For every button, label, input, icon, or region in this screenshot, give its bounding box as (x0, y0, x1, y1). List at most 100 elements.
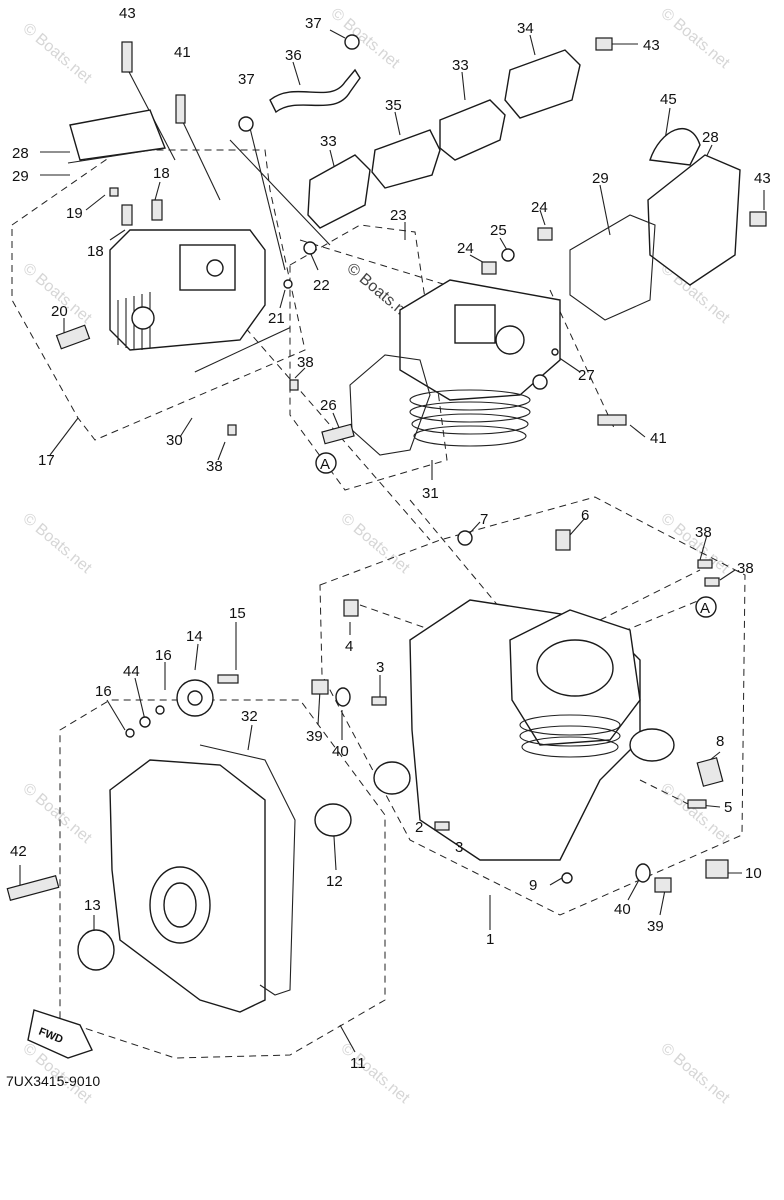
callout-labels: 43 41 37 36 37 35 33 33 34 43 45 28 28 2… (10, 5, 771, 1072)
plate-33b (439, 99, 506, 161)
callout-label: 31 (422, 485, 439, 502)
ref-marker-a-lower: A (695, 596, 717, 618)
callout-label: 14 (186, 628, 203, 645)
seal-7 (457, 530, 473, 546)
group-box-17 (11, 149, 306, 441)
ref-marker-a-upper: A (315, 452, 337, 474)
pin-3-b (434, 821, 450, 831)
fasteners-top (55, 37, 767, 445)
plate-34 (504, 49, 581, 119)
callout-label: 16 (95, 683, 112, 700)
plate-35 (371, 129, 441, 189)
covers-and-gaskets (67, 49, 741, 456)
callout-label: 3 (376, 659, 384, 676)
callout-label: 37 (238, 71, 255, 88)
watermark: © Boats.net (657, 1040, 733, 1107)
head-2-fins (409, 389, 531, 447)
bracket-45 (649, 127, 701, 166)
pin-21 (283, 279, 293, 289)
head-2-chamber (454, 304, 496, 344)
callout-label: 29 (12, 168, 29, 185)
guide-24-a (481, 261, 497, 275)
callout-label: 43 (643, 37, 660, 54)
callout-label: 38 (297, 354, 314, 371)
callout-label: 41 (174, 44, 191, 61)
head-2-bolt (532, 374, 548, 390)
callout-label: 39 (306, 728, 323, 745)
callout-label: 38 (206, 458, 223, 475)
bolt-41-a (175, 94, 186, 124)
callout-label: 5 (724, 799, 732, 816)
callout-label: 1 (486, 931, 494, 948)
cylinder-bore (536, 639, 614, 697)
callout-label: 26 (320, 397, 337, 414)
watermark: © Boats.net (657, 510, 733, 577)
plug-39-b (654, 877, 672, 893)
head-2-port (495, 325, 525, 355)
callout-label: 16 (155, 647, 172, 664)
callout-label: 15 (229, 605, 246, 622)
gear-hub (187, 690, 203, 706)
gasket-30 (194, 327, 291, 373)
dowel-38-b (227, 424, 237, 436)
callout-label: 9 (529, 877, 537, 894)
callout-label: 33 (452, 57, 469, 74)
spacer-44 (139, 716, 151, 728)
dowel-38-a (289, 379, 299, 391)
sensor-10 (705, 859, 729, 879)
group-box-1 (319, 496, 746, 916)
pin-19 (109, 187, 119, 197)
group-box-11 (59, 699, 386, 1059)
plate-33a (307, 154, 371, 229)
callout-label: 2 (415, 819, 423, 836)
hoses-and-clamps (238, 34, 361, 132)
plug-6 (555, 529, 571, 551)
watermark: © Boats.net (19, 780, 95, 847)
callout-label: 18 (87, 243, 104, 260)
cover-28-left (69, 109, 166, 161)
callout-label: 30 (166, 432, 183, 449)
callout-label: 4 (345, 638, 353, 655)
bolt-43-a (121, 41, 133, 73)
clamp-37-bottom (238, 116, 254, 132)
bushing-12 (314, 803, 352, 837)
stud-20 (55, 324, 91, 350)
bolt-15 (217, 674, 239, 684)
bolt-43-b (595, 37, 613, 51)
callout-label: 12 (326, 873, 343, 890)
watermark: © Boats.net (19, 510, 95, 577)
cover-bearing (163, 882, 197, 928)
seal-13 (77, 929, 115, 971)
watermark: © Boats.net (337, 510, 413, 577)
crankcase-assembly (311, 529, 729, 893)
guide-24-b (537, 227, 553, 241)
callout-label: 21 (268, 310, 285, 327)
watermark: © Boats.net (657, 780, 733, 847)
hose-36 (269, 68, 361, 114)
callout-label: 3 (455, 839, 463, 856)
callout-label: 38 (695, 524, 712, 541)
callout-label: 11 (350, 1055, 366, 1072)
plug-8 (696, 757, 724, 787)
group-boxes (11, 149, 746, 1059)
callout-label: 23 (390, 207, 407, 224)
block-fins (519, 714, 621, 758)
seal-2 (373, 761, 411, 795)
gasket-29 (569, 214, 656, 321)
washer-40-b (635, 863, 651, 883)
seal-25 (501, 248, 515, 262)
callout-label: 6 (581, 507, 589, 524)
watermark: © Boats.net (19, 20, 95, 87)
callout-label: 22 (313, 277, 330, 294)
pin-5 (687, 799, 707, 809)
pin-27 (551, 348, 559, 356)
callout-label: 44 (123, 663, 140, 680)
cover-28-right (647, 154, 741, 286)
pin-22 (303, 241, 317, 255)
watermark: © Boats.net (327, 5, 403, 72)
ref-marker-label: A (320, 456, 330, 473)
guide-18-b (151, 199, 163, 221)
callout-label: 29 (592, 170, 609, 187)
collar-4 (343, 599, 359, 617)
